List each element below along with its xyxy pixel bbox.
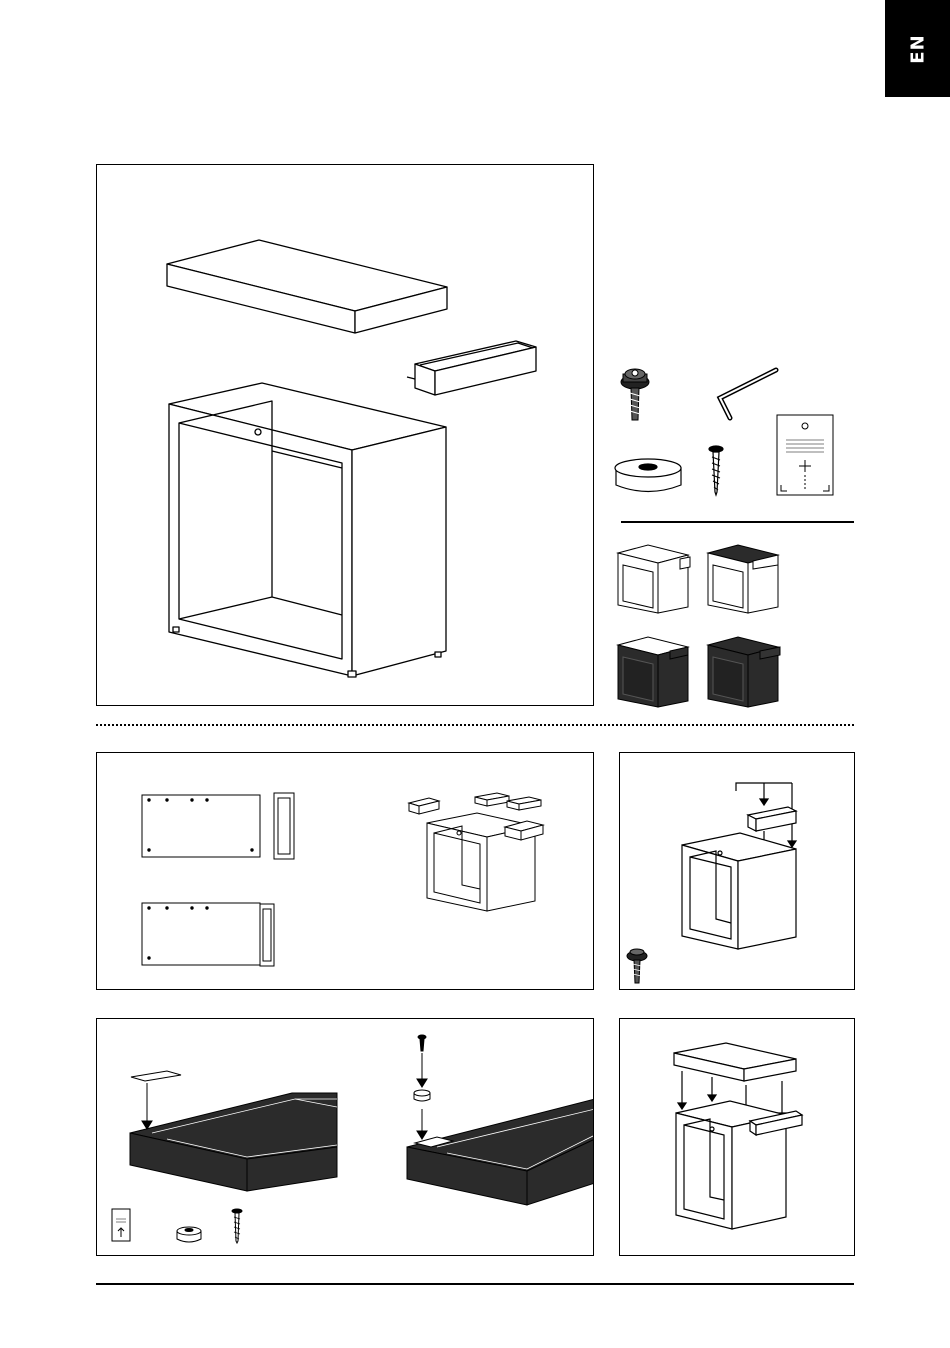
color-variants [608,535,788,715]
legend-wood-screw-icon [232,1209,242,1243]
legend-foot-pad-icon [177,1227,201,1242]
screw-and-pad-placement [414,1035,430,1139]
wood-screw-icon [709,446,723,495]
wall-template-card [777,415,833,495]
mounting-screw-small-icon [627,949,647,983]
top-slab-left-drawing [130,1093,337,1191]
overview-panel [96,164,594,706]
footer-rule [96,1283,854,1285]
variant-white-black [708,545,778,613]
top-slab-right-drawing [407,1099,594,1205]
hardware-divider [621,521,854,523]
bare-panel-drawing [142,793,294,859]
cube-drawing [169,383,446,677]
step-1-panel [96,752,594,990]
overview-illustration [97,165,594,706]
language-label: EN [907,34,928,63]
top-panel-step4-drawing [674,1043,796,1081]
variant-white-white [618,545,690,613]
cube-step4-drawing [676,1101,802,1229]
variant-black-white [618,637,688,707]
cube-with-boxes-drawing [409,793,543,911]
variant-black-black [708,637,780,707]
assembled-panel-drawing [142,903,274,966]
allen-key-icon [720,370,776,418]
language-tab: EN [885,0,950,97]
template-card-placement [131,1071,181,1129]
legend-template-icon [112,1209,130,1241]
hardware-list [608,360,858,510]
foot-pad-icon [615,459,681,492]
section-divider [96,724,854,726]
step-3-panel [96,1018,594,1256]
step-2-panel [619,752,855,990]
step-4-panel [619,1018,855,1256]
top-panel-drawing [167,240,447,333]
drawer-drawing [407,341,536,395]
cube-step2-drawing [682,833,796,949]
mounting-screw-icon [621,369,649,420]
